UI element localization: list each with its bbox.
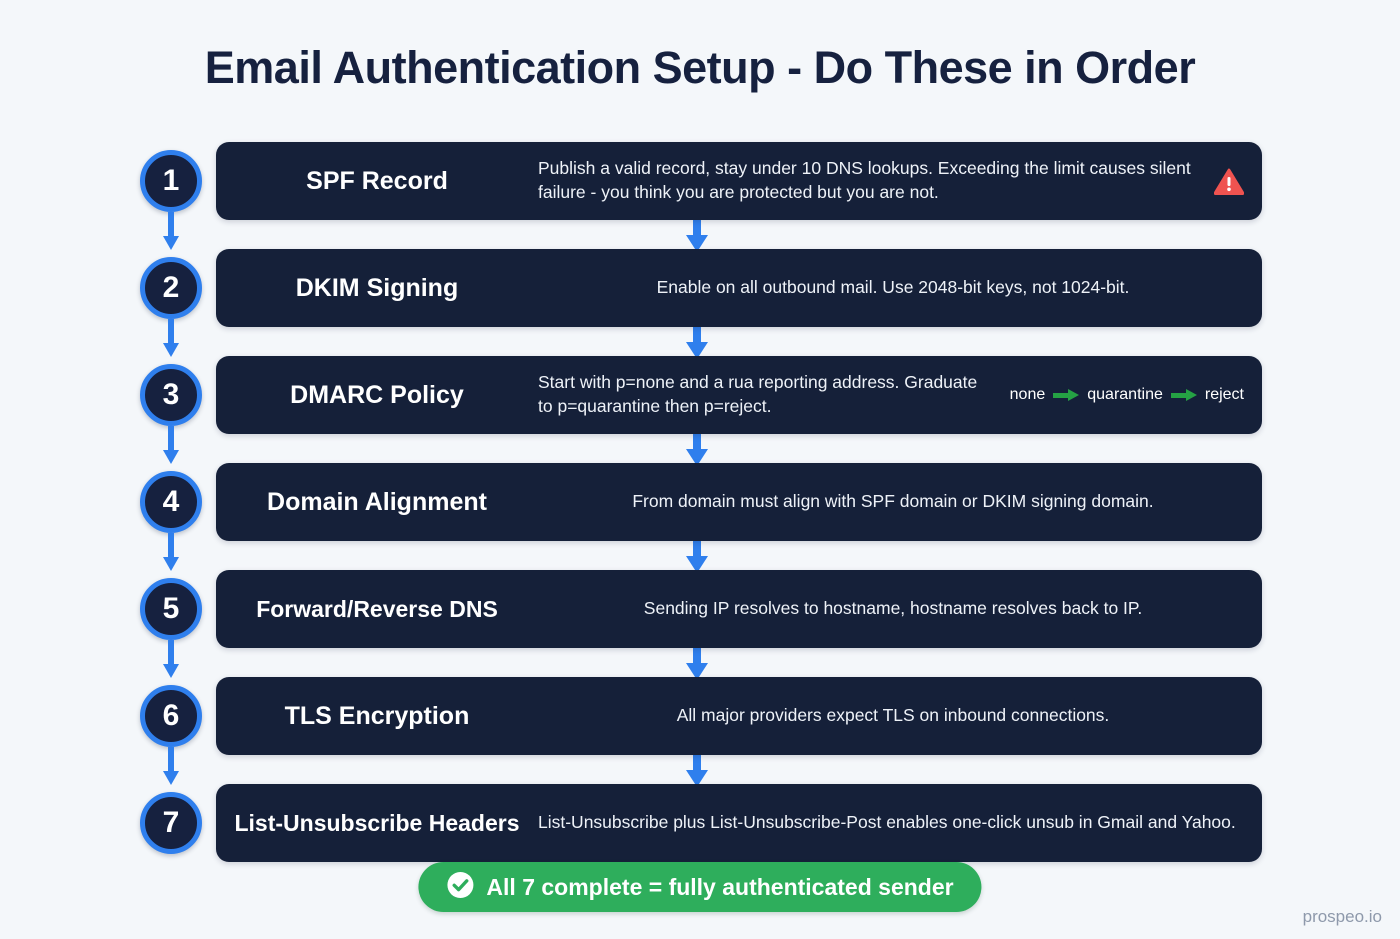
arrow-right-icon-1 — [1053, 389, 1080, 401]
step-row-6: 6 TLS Encryption All major providers exp… — [0, 677, 1400, 787]
badge-connector-arrow-3 — [163, 426, 179, 465]
badge-connector-arrow-2 — [163, 319, 179, 358]
step-number-badge-7: 7 — [140, 792, 202, 854]
card-connector-arrow-1 — [686, 212, 708, 252]
step-number-badge-1: 1 — [140, 150, 202, 212]
step-card-4[interactable]: Domain Alignment From domain must align … — [216, 463, 1262, 541]
step-title-4: Domain Alignment — [267, 487, 487, 516]
step-row-4: 4 Domain Alignment From domain must alig… — [0, 463, 1400, 573]
step-description-3: Start with p=none and a rua reporting ad… — [538, 372, 978, 416]
step-card-3[interactable]: DMARC Policy Start with p=none and a rua… — [216, 356, 1262, 434]
step-number-badge-6: 6 — [140, 685, 202, 747]
step-row-2: 2 DKIM Signing Enable on all outbound ma… — [0, 249, 1400, 359]
step-card-6[interactable]: TLS Encryption All major providers expec… — [216, 677, 1262, 755]
step-description-5: Sending IP resolves to hostname, hostnam… — [643, 598, 1143, 619]
step-card-7[interactable]: List-Unsubscribe Headers List-Unsubscrib… — [216, 784, 1262, 862]
dmarc-stage-none: none — [1009, 386, 1046, 403]
step-card-5[interactable]: Forward/Reverse DNS Sending IP resolves … — [216, 570, 1262, 648]
step-title-1: SPF Record — [306, 166, 448, 195]
steps-flow: 1 SPF Record Publish a valid record, sta… — [0, 142, 1400, 891]
step-title-2: DKIM Signing — [295, 273, 459, 302]
step-description-4: From domain must align with SPF domain o… — [632, 491, 1154, 512]
badge-connector-arrow-6 — [163, 747, 179, 786]
step-number-badge-5: 5 — [140, 578, 202, 640]
card-connector-arrow-2 — [686, 319, 708, 359]
step-row-1: 1 SPF Record Publish a valid record, sta… — [0, 142, 1400, 252]
warning-triangle-icon — [1206, 168, 1262, 195]
card-connector-arrow-6 — [686, 747, 708, 787]
step-number-badge-2: 2 — [140, 257, 202, 319]
badge-connector-arrow-1 — [163, 212, 179, 251]
step-title-5: Forward/Reverse DNS — [256, 595, 498, 622]
step-row-5: 5 Forward/Reverse DNS Sending IP resolve… — [0, 570, 1400, 680]
arrow-right-icon-2 — [1170, 389, 1197, 401]
card-connector-arrow-4 — [686, 533, 708, 573]
watermark: prospeo.io — [1302, 907, 1382, 926]
step-number-badge-4: 4 — [140, 471, 202, 533]
step-description-2: Enable on all outbound mail. Use 2048-bi… — [656, 277, 1130, 298]
dmarc-progression-chip: none quarantine reject — [1010, 386, 1262, 404]
badge-connector-arrow-4 — [163, 533, 179, 572]
step-title-7: List-Unsubscribe Headers — [234, 809, 520, 836]
badge-connector-arrow-5 — [163, 640, 179, 679]
step-description-6: All major providers expect TLS on inboun… — [676, 705, 1110, 726]
step-title-3: DMARC Policy — [290, 380, 464, 409]
completion-banner: All 7 complete = fully authenticated sen… — [418, 862, 982, 912]
step-row-7: 7 List-Unsubscribe Headers List-Unsubscr… — [0, 784, 1400, 891]
step-number-badge-3: 3 — [140, 364, 202, 426]
page-title: Email Authentication Setup - Do These in… — [204, 42, 1196, 93]
card-connector-arrow-3 — [686, 426, 708, 466]
dmarc-stage-quarantine: quarantine — [1087, 386, 1163, 403]
step-description-7: List-Unsubscribe plus List-Unsubscribe-P… — [538, 812, 1236, 833]
dmarc-stage-reject: reject — [1204, 386, 1244, 403]
check-circle-icon — [446, 871, 474, 904]
step-row-3: 3 DMARC Policy Start with p=none and a r… — [0, 356, 1400, 466]
step-card-2[interactable]: DKIM Signing Enable on all outbound mail… — [216, 249, 1262, 327]
card-connector-arrow-5 — [686, 640, 708, 680]
step-card-1[interactable]: SPF Record Publish a valid record, stay … — [216, 142, 1262, 220]
step-description-1: Publish a valid record, stay under 10 DN… — [538, 158, 1191, 202]
step-title-6: TLS Encryption — [284, 701, 470, 730]
completion-banner-label: All 7 complete = fully authenticated sen… — [486, 873, 954, 900]
